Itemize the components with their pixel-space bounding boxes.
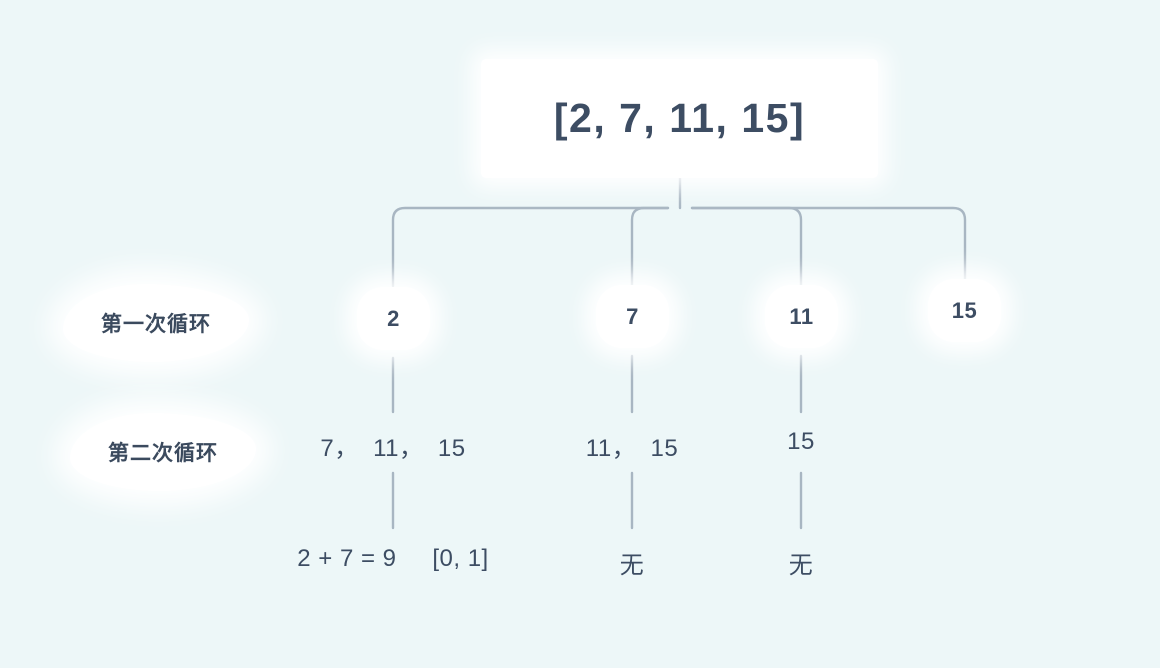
loop1-node-15-label: 15 [951,297,978,323]
connector-branch-7 [630,206,670,288]
loop1-node-2: 2 [357,287,430,350]
root-array-label: [2, 7, 11, 15] [553,95,806,141]
connector-branch-15 [690,206,967,282]
stage-label-second-loop: 第二次循环 [70,413,256,491]
root-array-card: [2, 7, 11, 15] [481,59,878,178]
loop1-node-11: 11 [765,285,838,348]
loop1-node-2-label: 2 [387,305,400,331]
result-b: 无 [619,552,645,579]
stage-label-first-loop: 第一次循环 [63,284,249,362]
loop1-node-11-label: 11 [789,303,814,329]
connector-branch-2 [391,206,670,288]
stage-label-second-loop-text: 第二次循环 [108,442,218,465]
loop1-node-7-label: 7 [626,303,639,329]
result-a: 2 + 7 = 9 [0, 1] [297,545,489,572]
connector-branch-11 [690,206,803,288]
loop1-node-15: 15 [928,279,1001,342]
loop1-node-7: 7 [596,285,669,348]
loop2-values-a: 7， 11， 15 [320,435,466,462]
loop2-values-c: 15 [787,428,815,455]
stage-label-first-loop-text: 第一次循环 [101,313,211,336]
result-c: 无 [788,552,814,579]
loop2-values-b: 11， 15 [585,435,679,462]
